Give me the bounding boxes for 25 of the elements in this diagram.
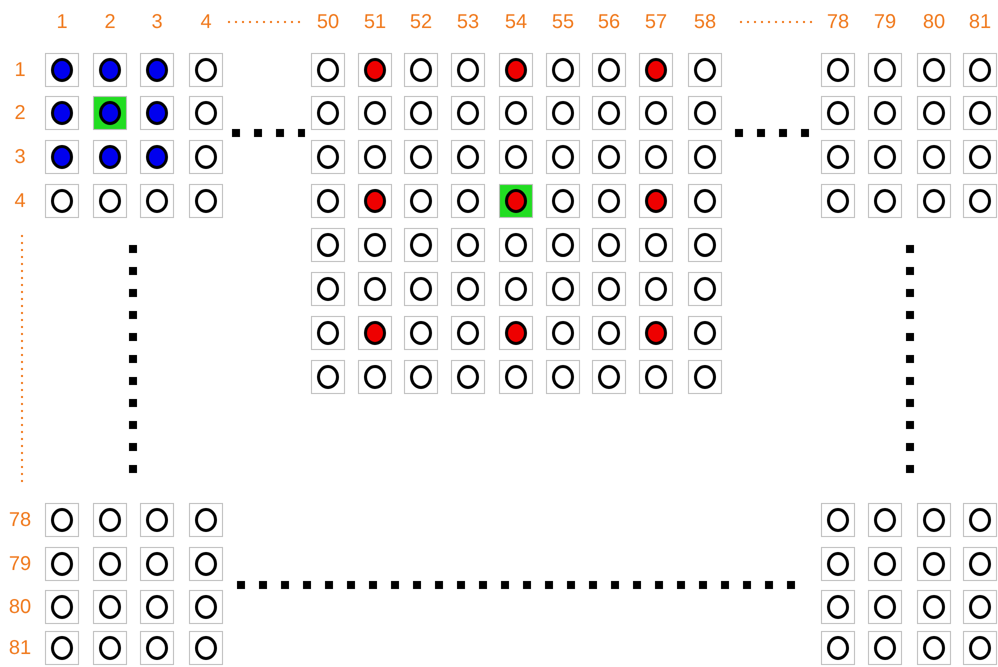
column-number: 81 xyxy=(968,12,992,32)
column-number: 79 xyxy=(874,12,896,32)
column-number: 1 xyxy=(56,12,68,32)
row-number: 3 xyxy=(14,147,26,167)
column-number: 55 xyxy=(552,12,574,32)
column-number: 51 xyxy=(364,12,386,32)
row-number: 79 xyxy=(8,554,32,574)
column-number: 53 xyxy=(456,12,480,32)
column-number: 58 xyxy=(694,12,716,32)
column-number: 80 xyxy=(922,12,946,32)
column-number: 50 xyxy=(316,12,340,32)
column-number: 4 xyxy=(200,12,212,32)
column-number: 56 xyxy=(598,12,620,32)
column-number: 52 xyxy=(410,12,432,32)
row-number: 4 xyxy=(14,191,26,211)
row-number: 80 xyxy=(8,597,32,617)
row-number: 78 xyxy=(8,510,32,530)
column-number: 57 xyxy=(644,12,668,32)
row-number: 1 xyxy=(14,60,26,80)
row-number: 81 xyxy=(8,638,32,658)
column-number: 78 xyxy=(826,12,850,32)
column-number: 54 xyxy=(504,12,528,32)
column-number: 3 xyxy=(151,12,163,32)
column-number: 2 xyxy=(104,12,116,32)
row-number: 2 xyxy=(14,103,26,123)
